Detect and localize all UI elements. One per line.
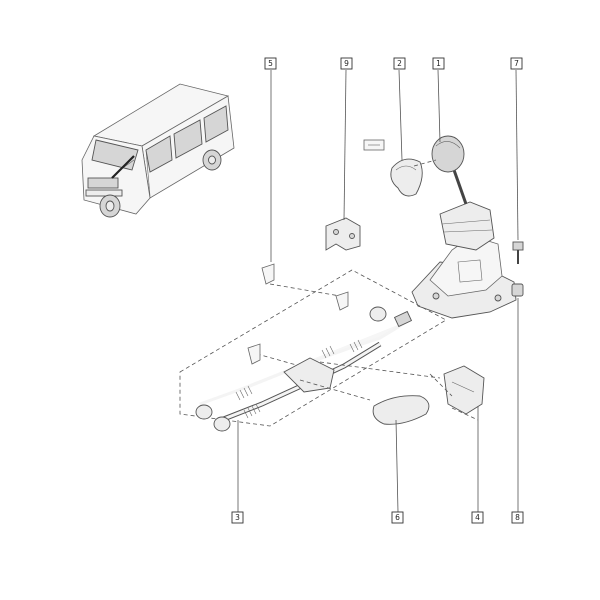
callout-label: 4 — [475, 513, 480, 522]
gear-lever-assembly — [411, 135, 517, 319]
bolt — [512, 241, 524, 264]
cable-bracket — [429, 365, 485, 421]
callout-label: 1 — [436, 59, 441, 68]
nut — [511, 283, 524, 297]
callout-9: 9 — [340, 57, 353, 70]
callout-8: 8 — [511, 511, 524, 524]
callout-5: 5 — [264, 57, 277, 70]
callout-label: 6 — [395, 513, 400, 522]
van-illustration — [81, 83, 235, 218]
callout-label: 2 — [397, 59, 402, 68]
knob-insert — [363, 139, 385, 151]
callout-4: 4 — [471, 511, 484, 524]
callout-label: 9 — [344, 59, 349, 68]
callout-label: 5 — [268, 59, 273, 68]
callout-label: 8 — [515, 513, 520, 522]
routing-lines — [299, 159, 441, 401]
bracket — [325, 217, 361, 251]
cable-assembly — [195, 306, 413, 432]
callout-2: 2 — [393, 57, 406, 70]
callout-6: 6 — [391, 511, 404, 524]
callout-label: 3 — [235, 513, 240, 522]
callout-7: 7 — [510, 57, 523, 70]
leader-lines — [237, 69, 519, 513]
callout-1: 1 — [432, 57, 445, 70]
retaining-clips — [247, 263, 349, 365]
gear-knob — [390, 158, 423, 197]
callout-label: 7 — [514, 59, 519, 68]
insulation-pad — [372, 395, 430, 425]
callout-3: 3 — [231, 511, 244, 524]
